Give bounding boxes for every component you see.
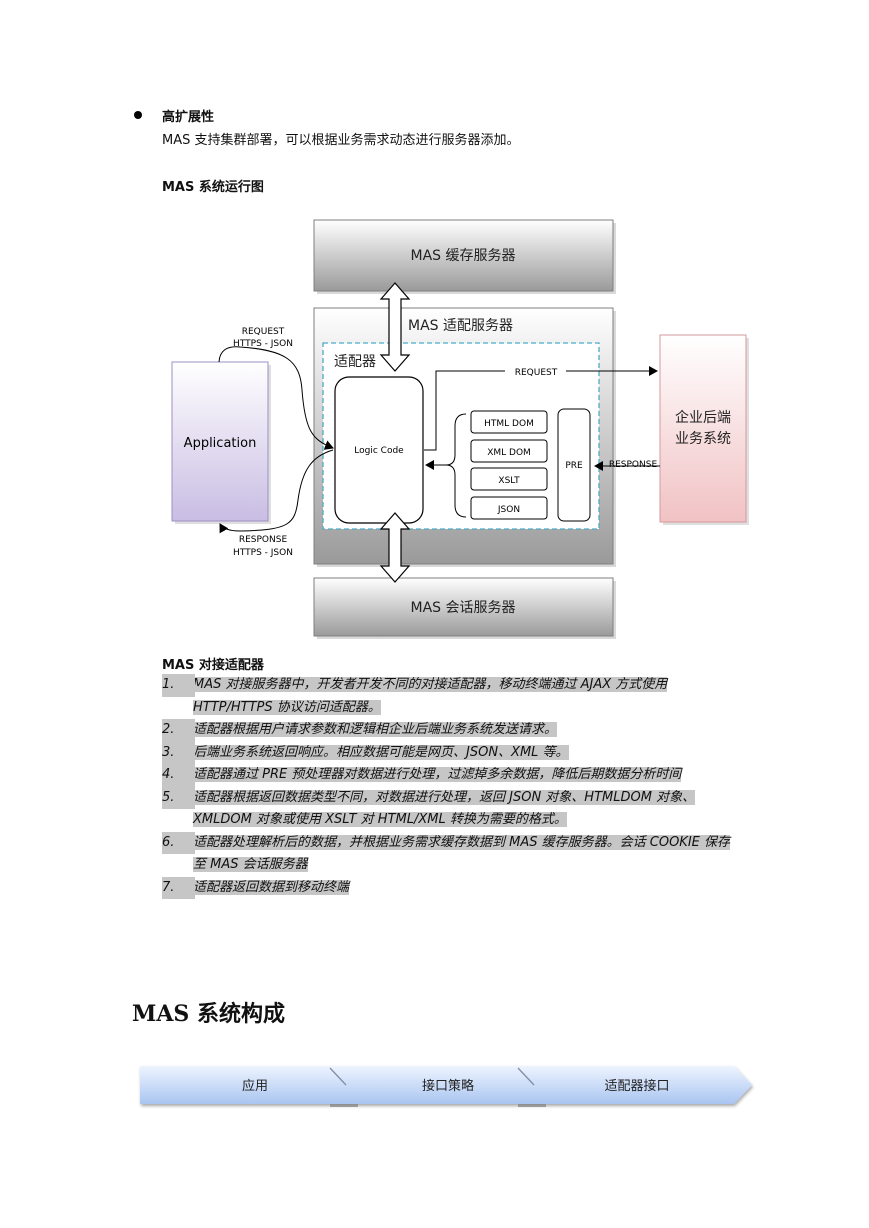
adapter-server-label: MAS 适配服务器	[408, 318, 513, 334]
stage-app: 应用	[242, 1078, 268, 1094]
section-caption: MAS 对接适配器	[162, 658, 264, 673]
format-xslt: XSLT	[470, 467, 548, 491]
bullet-title: 高扩展性	[162, 110, 215, 125]
session-double-arrow	[379, 512, 411, 583]
request-curve	[218, 346, 334, 450]
svg-text:XSLT: XSLT	[498, 476, 520, 486]
bullet-text: MAS 支持集群部署，可以根据业务需求动态进行服务器添加。	[162, 133, 520, 148]
request-arrow	[424, 370, 505, 451]
backend-label-line1: 企业后端	[675, 409, 731, 426]
cache-double-arrow	[379, 282, 411, 372]
list-item: 6.适配器处理解析后的数据，并根据业务需求缓存数据到 MAS 缓存服务器。会话 …	[162, 831, 739, 877]
request-arrow-label: REQUEST	[515, 368, 558, 378]
request-label-1: REQUEST	[242, 327, 285, 337]
list-item: 7.适配器返回数据到移动终端	[162, 876, 739, 899]
composition-heading: MAS 系统构成	[132, 1001, 285, 1027]
list-item: 4.适配器通过 PRE 预处理器对数据进行处理，过滤掉多余数据，降低后期数据分析…	[162, 764, 739, 787]
request-label-2: HTTPS - JSON	[233, 339, 293, 349]
application-label: Application	[184, 436, 257, 451]
application-box: Application	[171, 361, 271, 524]
svg-text:HTML DOM: HTML DOM	[484, 419, 534, 429]
figure-caption: MAS 系统运行图	[162, 180, 264, 195]
steps-list: 1.MAS 对接服务器中，开发者开发不同的对接适配器，移动终端通过 AJAX 方…	[162, 674, 739, 899]
format-xml-dom: XML DOM	[470, 439, 548, 463]
svg-text:PRE: PRE	[565, 461, 583, 471]
list-item: 5.适配器根据返回数据类型不同，对数据进行处理，返回 JSON 对象、HTMLD…	[162, 786, 739, 832]
session-server-label: MAS 会话服务器	[411, 600, 516, 616]
stage-adapter-interface: 适配器接口	[604, 1078, 669, 1094]
cache-server-label: MAS 缓存服务器	[411, 248, 516, 264]
cache-server-box: MAS 缓存服务器	[313, 219, 616, 294]
svg-text:XML DOM: XML DOM	[487, 448, 531, 458]
response-arrow-label: RESPONSE	[609, 460, 658, 470]
bullet-dot	[134, 111, 142, 119]
format-html-dom: HTML DOM	[470, 410, 548, 434]
format-json: JSON	[470, 496, 548, 520]
composition-process-bar: 应用 接口策略 适配器接口	[140, 1066, 752, 1107]
backend-system-box: 企业后端 业务系统	[659, 334, 749, 525]
session-server-box: MAS 会话服务器	[313, 577, 616, 639]
response-label-1: RESPONSE	[239, 535, 288, 545]
logic-code-box: Logic Code	[334, 376, 424, 524]
response-label-2: HTTPS - JSON	[233, 548, 293, 558]
stage-interface-policy: 接口策略	[422, 1078, 474, 1094]
adapter-label: 适配器	[334, 354, 376, 370]
list-item: 1.MAS 对接服务器中，开发者开发不同的对接适配器，移动终端通过 AJAX 方…	[162, 674, 739, 719]
list-item: 2.适配器根据用户请求参数和逻辑相企业后端业务系统发送请求。	[162, 719, 739, 742]
list-item: 3.后端业务系统返回响应。相应数据可能是网页、JSON、XML 等。	[162, 741, 739, 764]
logic-code-label: Logic Code	[354, 446, 404, 456]
response-curve	[219, 449, 334, 534]
pre-processor-box: PRE	[557, 408, 591, 522]
svg-text:JSON: JSON	[497, 505, 520, 515]
architecture-diagram: MAS 缓存服务器 MAS 适配服务器 适配器 MAS 会话服务器 Applic…	[171, 219, 749, 639]
backend-label-line2: 业务系统	[675, 431, 731, 447]
